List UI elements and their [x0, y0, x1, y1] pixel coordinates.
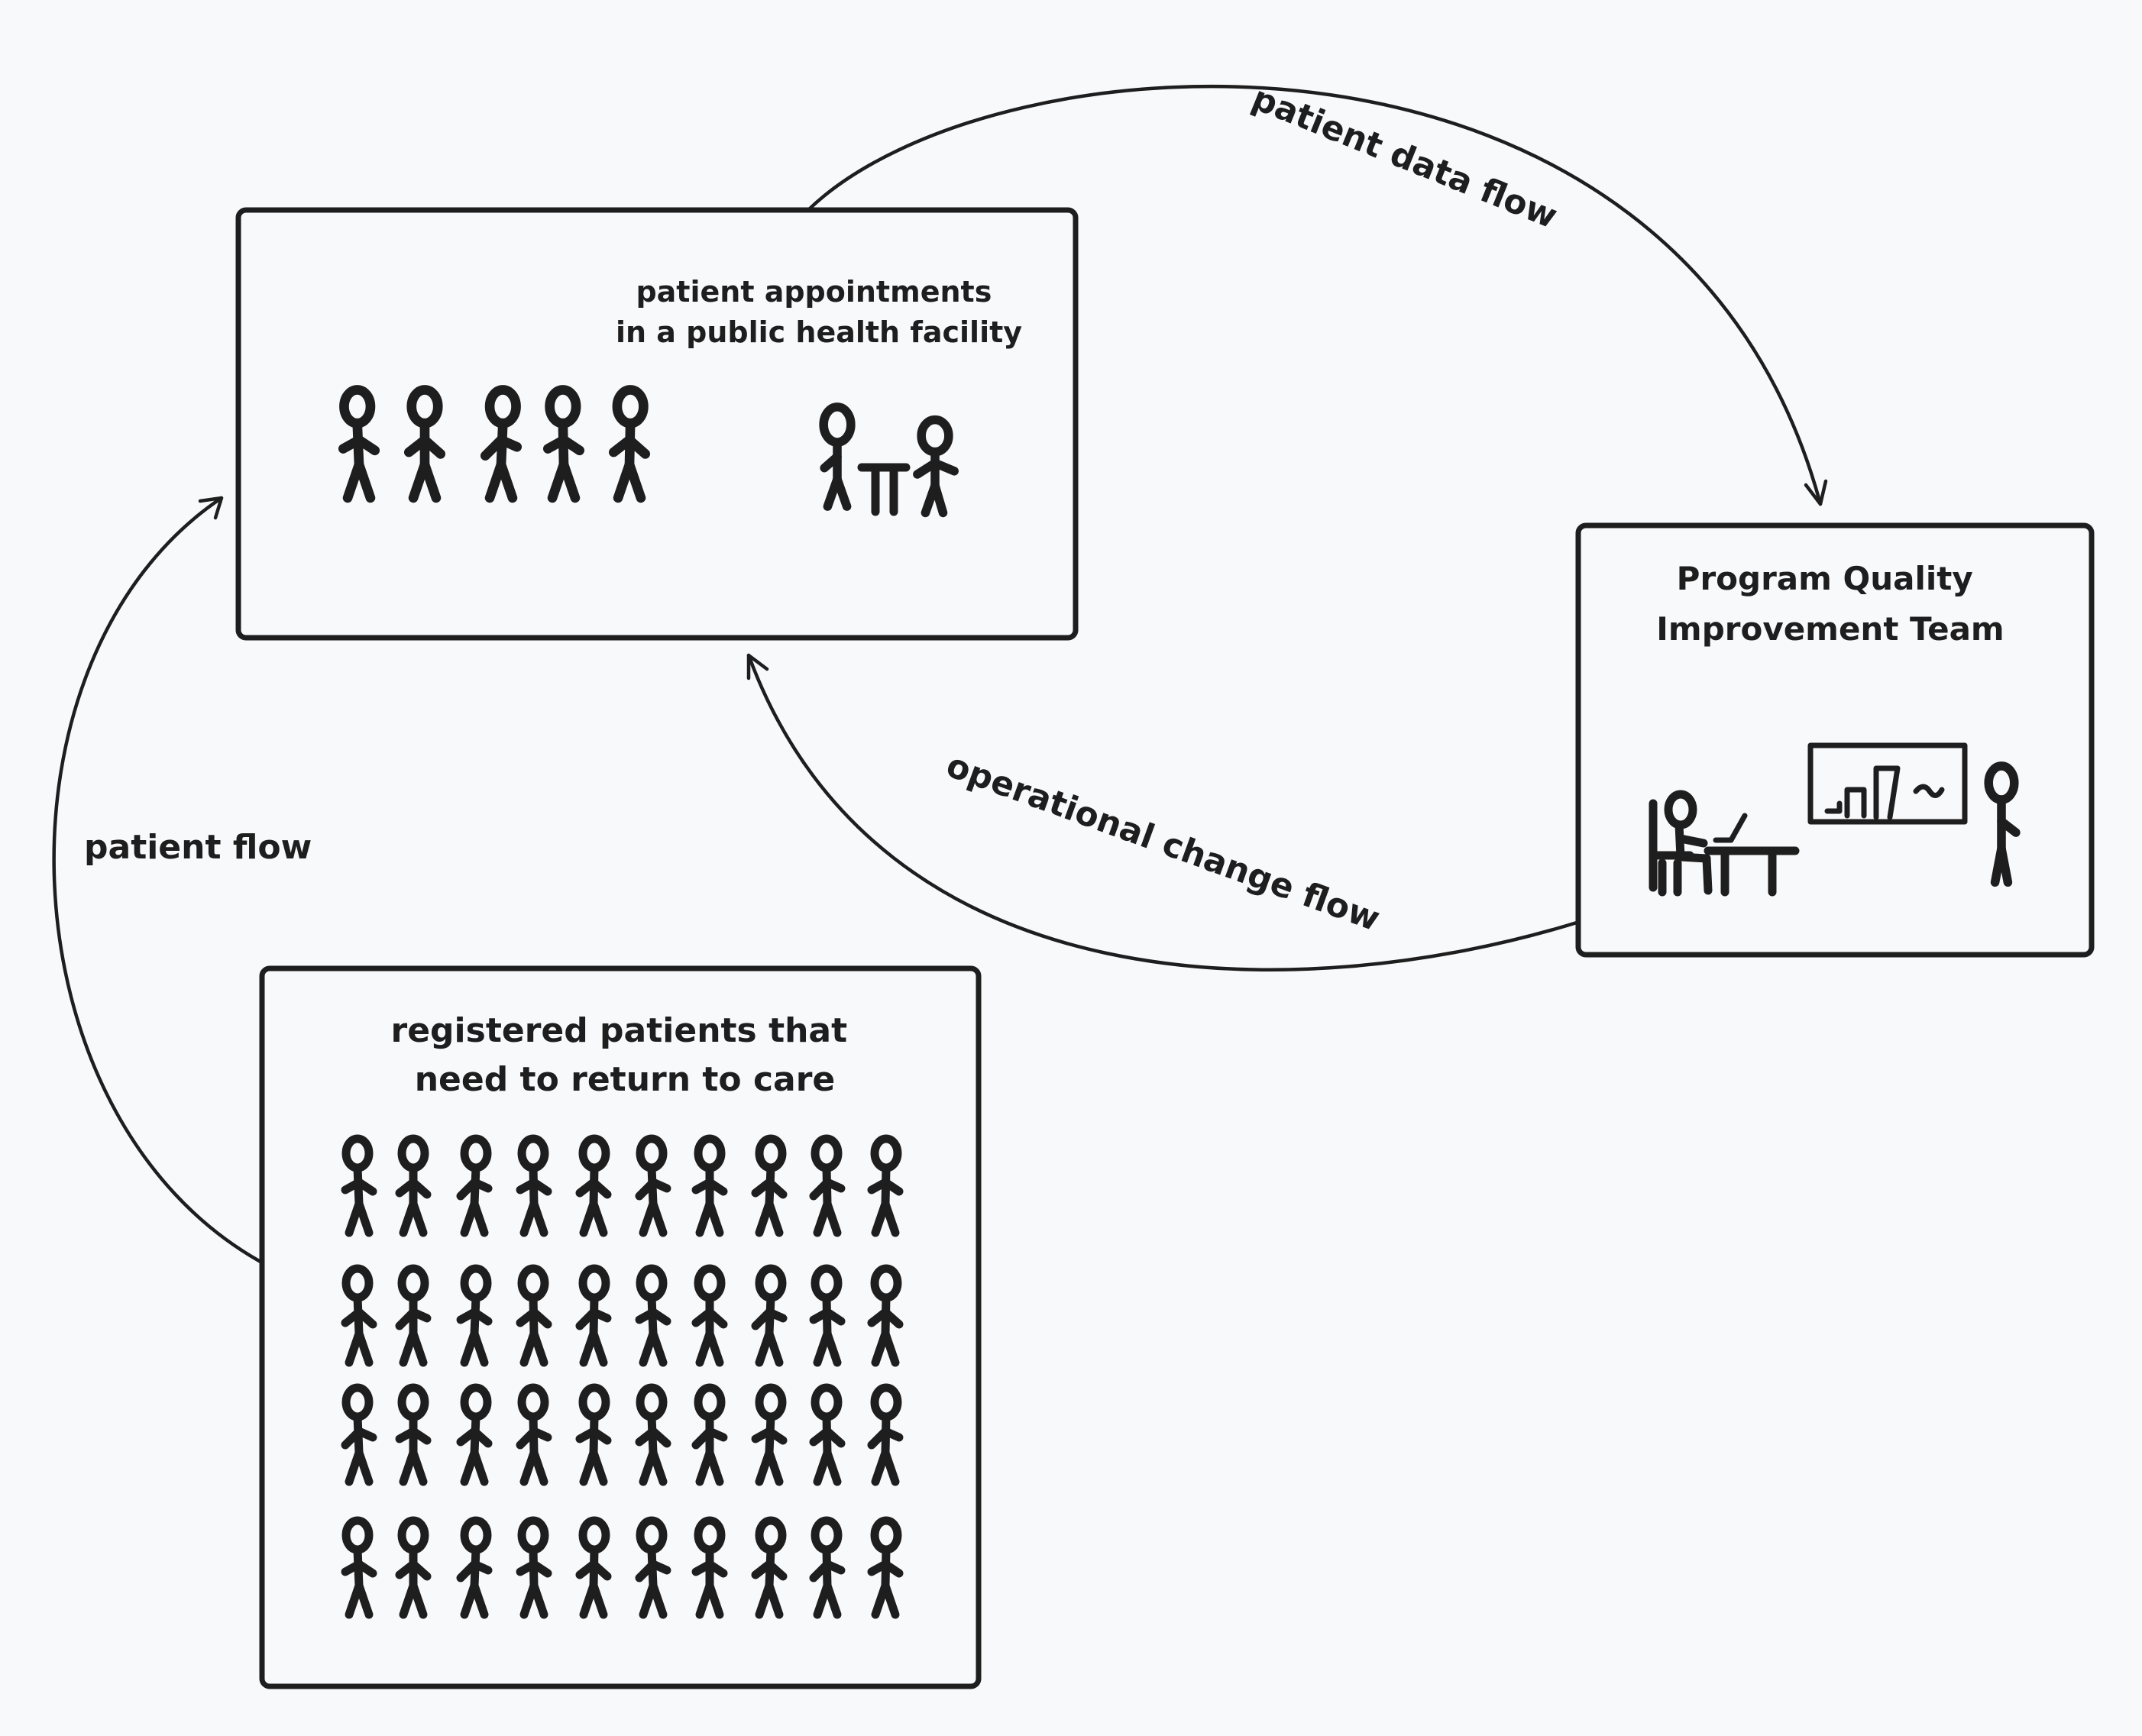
person-icon — [395, 1516, 432, 1619]
person-icon — [635, 1383, 671, 1486]
person-icon — [395, 1134, 432, 1237]
patient-data-flow-arrow — [806, 84, 1828, 506]
person-icon — [395, 1383, 432, 1486]
person-icon — [867, 1134, 904, 1237]
person-icon — [516, 1383, 552, 1486]
person-icon — [809, 1134, 846, 1237]
person-icon — [456, 1516, 493, 1619]
person-icon — [395, 1264, 432, 1367]
registry-title: registered patients that need to return … — [391, 1011, 859, 1099]
person-icon — [338, 385, 380, 503]
person-icon — [635, 1516, 671, 1619]
quality-team-box — [1575, 522, 2095, 958]
facility-title-line-2: in a public health facility — [616, 315, 1022, 349]
presentation-board — [1807, 742, 1968, 825]
person-icon — [751, 1134, 788, 1237]
person-icon — [809, 1516, 846, 1619]
person-icon — [516, 1264, 552, 1367]
patient-flow-arrow — [52, 496, 263, 1264]
quality-team-title-line-2: Improvement Team — [1656, 610, 2004, 648]
waiting-patients-group — [338, 385, 651, 503]
patient-data-flow-label: patient data flow — [1247, 79, 1563, 237]
person-icon — [751, 1264, 788, 1367]
clinician-figure — [819, 402, 856, 511]
person-icon — [456, 1134, 493, 1237]
person-icon — [635, 1264, 671, 1367]
qi-team-scene — [1649, 742, 2021, 897]
person-icon — [575, 1264, 612, 1367]
consultation-group — [819, 402, 959, 518]
person-icon — [341, 1516, 377, 1619]
registered-patients-grid — [341, 1134, 904, 1619]
presenter-figure — [1984, 761, 2021, 887]
person-icon — [341, 1383, 377, 1486]
person-icon — [635, 1134, 671, 1237]
person-icon — [691, 1134, 728, 1237]
person-icon — [608, 385, 651, 503]
person-icon — [480, 385, 523, 503]
person-icon — [516, 1516, 552, 1619]
laptop-icon — [1713, 813, 1748, 843]
registry-box — [259, 965, 982, 1689]
person-icon — [691, 1516, 728, 1619]
facility-title-line-1: patient appointments — [636, 275, 992, 309]
person-icon — [456, 1383, 493, 1486]
person-icon — [542, 385, 585, 503]
person-icon — [867, 1516, 904, 1619]
person-icon — [341, 1264, 377, 1367]
person-icon — [516, 1134, 552, 1237]
desk — [1704, 846, 1800, 897]
seated-patient-figure — [913, 415, 959, 518]
seated-analyst-figure — [1664, 790, 1713, 895]
operational-change-flow-label: operational change flow — [941, 745, 1385, 939]
facility-title: patient appointments in a public health … — [616, 275, 1022, 349]
person-icon — [691, 1264, 728, 1367]
operational-change-flow-arrow — [746, 653, 1579, 971]
registry-title-line-1: registered patients that — [391, 1011, 848, 1050]
person-icon — [809, 1264, 846, 1367]
quality-team-title-line-1: Program Quality — [1677, 560, 1973, 597]
person-icon — [867, 1383, 904, 1486]
person-icon — [751, 1383, 788, 1486]
person-icon — [867, 1264, 904, 1367]
person-icon — [575, 1516, 612, 1619]
person-icon — [691, 1383, 728, 1486]
registry-title-line-2: need to return to care — [415, 1060, 836, 1099]
consultation-table — [857, 463, 911, 516]
patient-flow-label: patient flow — [84, 828, 312, 867]
person-icon — [575, 1134, 612, 1237]
quality-team-title: Program Quality Improvement Team — [1656, 560, 2004, 648]
person-icon — [751, 1516, 788, 1619]
person-icon — [341, 1134, 377, 1237]
person-icon — [575, 1383, 612, 1486]
facility-box — [235, 207, 1079, 641]
person-icon — [403, 385, 446, 503]
person-icon — [456, 1264, 493, 1367]
person-icon — [809, 1383, 846, 1486]
